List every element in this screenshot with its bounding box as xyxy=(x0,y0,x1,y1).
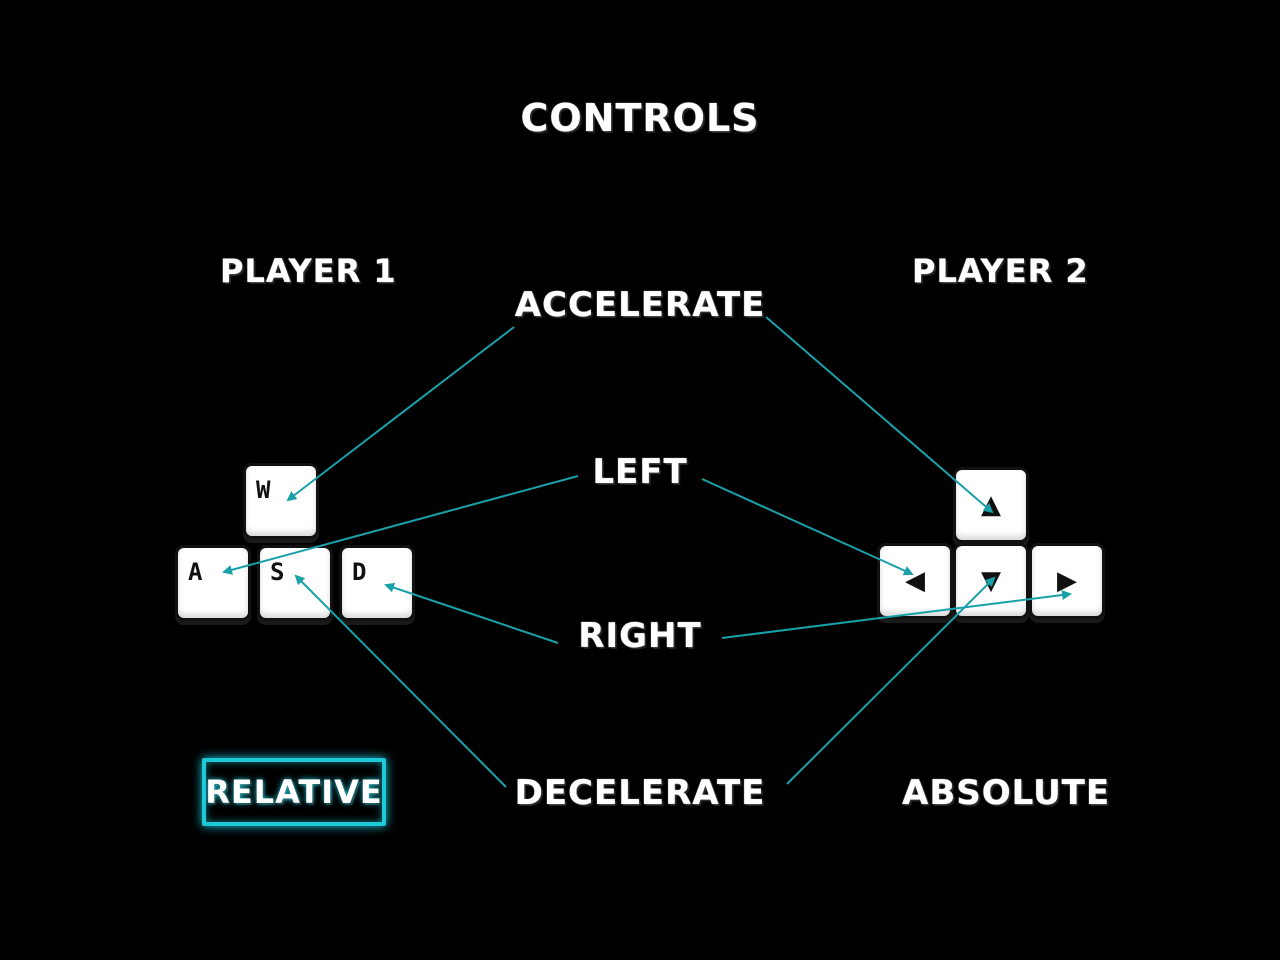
arrow-decelerate-down xyxy=(786,576,996,785)
arrow-decelerate-s xyxy=(294,574,507,788)
arrow-right-d xyxy=(384,582,559,644)
key-w: W xyxy=(246,466,316,536)
action-accelerate-label: Accelerate xyxy=(514,285,766,325)
arrow-accelerate-up xyxy=(765,316,994,514)
key-w-label: W xyxy=(256,476,271,504)
key-d: D xyxy=(342,548,412,618)
action-decelerate-label: Decelerate xyxy=(514,773,766,813)
key-d-label: D xyxy=(352,558,367,586)
key-arrow-right: ▶ xyxy=(1032,546,1102,616)
arrow-right-arrowright xyxy=(721,590,1072,639)
key-a-label: A xyxy=(188,558,203,586)
action-right-label: Right xyxy=(578,616,702,656)
player2-label: Player 2 xyxy=(912,252,1089,290)
key-a: A xyxy=(178,548,248,618)
arrow-left-a xyxy=(222,475,579,575)
arrow-right-icon: ▶ xyxy=(1057,566,1077,596)
arrow-accelerate-w xyxy=(286,326,515,502)
mode-relative-button[interactable]: Relative xyxy=(202,758,386,826)
mode-relative-label: Relative xyxy=(205,773,383,811)
mode-absolute-button[interactable]: Absolute xyxy=(902,773,1111,813)
page-title: Controls xyxy=(520,96,760,140)
key-s-label: S xyxy=(270,558,285,586)
key-arrow-left: ◀ xyxy=(880,546,950,616)
action-left-label: Left xyxy=(592,452,688,492)
player1-label: Player 1 xyxy=(220,252,397,290)
arrow-left-arrowleft xyxy=(701,478,914,576)
